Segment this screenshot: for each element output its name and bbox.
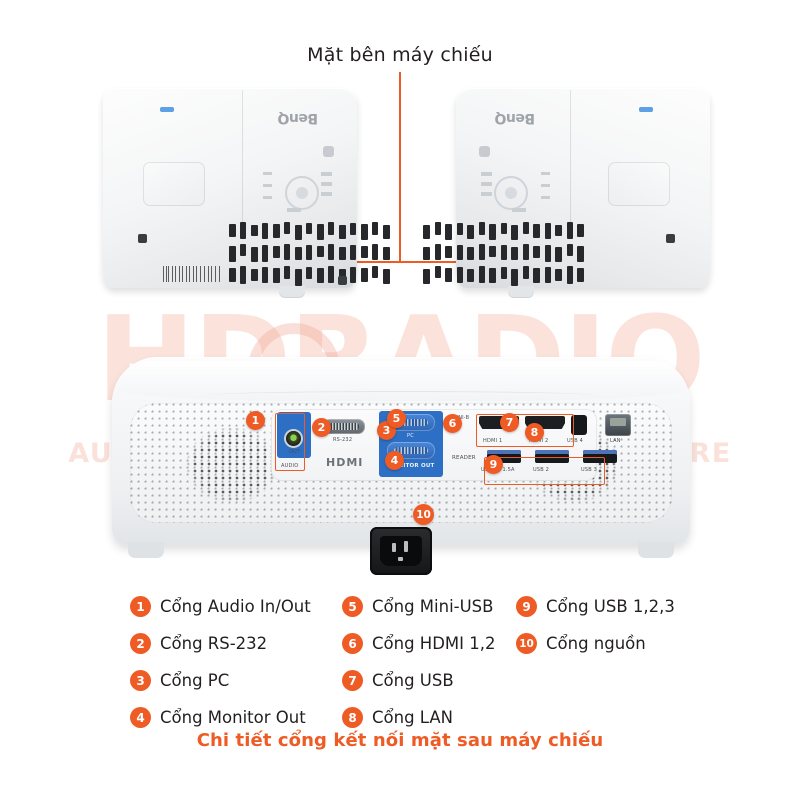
legend-label-8: Cổng LAN xyxy=(372,708,453,727)
ir-sensor xyxy=(479,146,490,157)
legend-badge-7: 7 xyxy=(342,670,363,691)
legend-badge-1: 1 xyxy=(130,596,151,617)
legend-column-1: 1 Cổng Audio In/Out 2 Cổng RS-232 3 Cổng… xyxy=(130,588,340,736)
brand-logo: BenQ xyxy=(494,110,535,126)
legend-label-5: Cổng Mini-USB xyxy=(372,597,494,616)
control-keypad xyxy=(263,168,337,214)
legend-badge-5: 5 xyxy=(342,596,363,617)
legend-item-8: 8 Cổng LAN xyxy=(342,699,502,736)
bottom-title: Chi tiết cổng kết nối mặt sau máy chiếu xyxy=(196,730,604,751)
lid-seam xyxy=(570,90,571,222)
panel-badge-6[interactable]: 6 xyxy=(443,414,462,433)
lens-cover xyxy=(143,162,205,206)
audio-out-jack[interactable] xyxy=(286,431,301,446)
legend-badge-10: 10 xyxy=(516,633,537,654)
legend-column-2: 5 Cổng Mini-USB 6 Cổng HDMI 1,2 7 Cổng U… xyxy=(342,588,502,736)
panel-badge-10[interactable]: 10 xyxy=(413,504,434,525)
legend-item-2: 2 Cổng RS-232 xyxy=(130,625,340,662)
usb4-label: USB 4 xyxy=(567,438,584,444)
rear-seam xyxy=(208,391,594,400)
legend-badge-6: 6 xyxy=(342,633,363,654)
leader-line-vertical xyxy=(399,72,401,262)
panel-badge-7[interactable]: 7 xyxy=(500,413,519,432)
monitor-out-label: MONITOR OUT xyxy=(388,463,435,469)
legend-label-4: Cổng Monitor Out xyxy=(160,708,306,727)
legend-item-5: 5 Cổng Mini-USB xyxy=(342,588,502,625)
highlight-audio xyxy=(275,413,305,471)
rear-foot-left xyxy=(128,542,164,558)
usb3-label: USB 3 xyxy=(581,467,598,473)
navigation-dial xyxy=(494,176,528,210)
panel-badge-8[interactable]: 8 xyxy=(525,423,544,442)
panel-badge-4[interactable]: 4 xyxy=(385,451,404,470)
lan-port[interactable] xyxy=(605,414,631,436)
hdmi-wordmark: HDMI xyxy=(326,456,364,469)
audio-label: AUDIO xyxy=(281,463,299,469)
leader-line-horizontal xyxy=(231,261,568,263)
legend-badge-4: 4 xyxy=(130,707,151,728)
usb2-port[interactable] xyxy=(535,450,569,463)
legend-badge-8: 8 xyxy=(342,707,363,728)
lens-cover xyxy=(608,162,670,206)
legend-label-9: Cổng USB 1,2,3 xyxy=(546,597,675,616)
audio-out-label: OUT xyxy=(289,449,301,455)
brand-logo: BenQ xyxy=(278,110,319,126)
panel-badge-5[interactable]: 5 xyxy=(387,409,406,428)
serial-barcode xyxy=(161,266,225,282)
legend-item-1: 1 Cổng Audio In/Out xyxy=(130,588,340,625)
legend-label-1: Cổng Audio In/Out xyxy=(160,597,311,616)
legend-item-10: 10 Cổng nguồn xyxy=(516,625,696,662)
legend-item-4: 4 Cổng Monitor Out xyxy=(130,699,340,736)
legend-column-3: 9 Cổng USB 1,2,3 10 Cổng nguồn xyxy=(516,588,696,662)
lan-label: LAN xyxy=(610,438,621,444)
legend-badge-2: 2 xyxy=(130,633,151,654)
panel-badge-1[interactable]: 1 xyxy=(246,411,265,430)
lid-seam xyxy=(242,90,243,222)
legend-badge-3: 3 xyxy=(130,670,151,691)
status-led xyxy=(160,107,174,112)
legend-badge-9: 9 xyxy=(516,596,537,617)
side-port xyxy=(666,234,675,243)
rs232-label: RS-232 xyxy=(333,437,353,443)
ir-sensor xyxy=(323,146,334,157)
legend-label-3: Cổng PC xyxy=(160,671,230,690)
highlight-hdmi xyxy=(476,414,574,447)
exhaust-vent xyxy=(416,222,586,290)
reader-label: READER xyxy=(452,455,476,461)
projector-foot xyxy=(508,286,534,298)
legend-label-2: Cổng RS-232 xyxy=(160,634,268,653)
rear-foot-right xyxy=(638,542,674,558)
legend-item-6: 6 Cổng HDMI 1,2 xyxy=(342,625,502,662)
usb3-port[interactable] xyxy=(583,450,617,463)
usb4-port[interactable] xyxy=(571,415,587,435)
rs232-port[interactable] xyxy=(323,419,365,434)
projector-top-view-right: BenQ xyxy=(423,80,718,298)
legend-item-7: 7 Cổng USB xyxy=(342,662,502,699)
highlight-usb-group xyxy=(484,457,605,485)
hdmi1-label: HDMI 1 xyxy=(483,438,503,444)
legend-item-3: 3 Cổng PC xyxy=(130,662,340,699)
kensington-lock-icon xyxy=(338,276,347,285)
legend-item-9: 9 Cổng USB 1,2,3 xyxy=(516,588,696,625)
legend-label-10: Cổng nguồn xyxy=(546,634,646,653)
projector-rear-view: OUT AUDIO RS-232 HDMI PC MONITOR OUT MIN… xyxy=(112,357,690,575)
panel-badge-9[interactable]: 9 xyxy=(484,455,503,474)
side-port xyxy=(138,234,147,243)
speaker-grille-left xyxy=(186,427,278,503)
projector-top-view-left: BenQ xyxy=(95,80,390,298)
control-keypad xyxy=(476,168,550,214)
usb2-label: USB 2 xyxy=(533,467,550,473)
legend-label-7: Cổng USB xyxy=(372,671,454,690)
power-socket[interactable] xyxy=(370,527,432,575)
legend-label-6: Cổng HDMI 1,2 xyxy=(372,634,496,653)
panel-badge-2[interactable]: 2 xyxy=(312,418,331,437)
status-led xyxy=(639,107,653,112)
pc-label: PC xyxy=(407,433,414,439)
navigation-dial xyxy=(285,176,319,210)
projector-foot xyxy=(279,286,305,298)
exhaust-vent xyxy=(227,222,397,290)
top-caption: Mặt bên máy chiếu xyxy=(307,44,493,66)
